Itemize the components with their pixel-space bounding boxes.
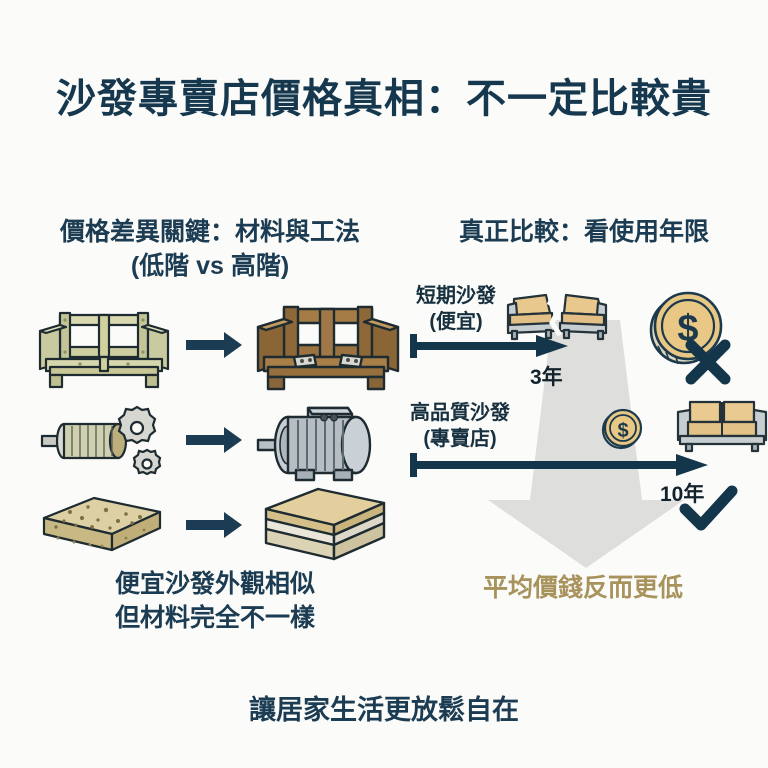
- large-dollar-coin-icon: $: [646, 288, 730, 372]
- material-comparison-row: [30, 395, 400, 485]
- svg-text:$: $: [677, 308, 698, 350]
- large-down-arrow-icon: [470, 320, 700, 570]
- left-heading-line-2: (低階 vs 高階): [130, 251, 290, 280]
- intact-sofa-icon: [676, 396, 768, 453]
- material-comparison-row: [30, 300, 400, 391]
- left-section-heading: 價格差異關鍵：材料與工法 (低階 vs 高階): [20, 216, 400, 284]
- hardwood-sofa-frame-icon: [252, 300, 400, 391]
- timeline-years-long-term: 10年: [660, 483, 705, 506]
- timeline-label-line-2: (專賣店): [423, 428, 497, 450]
- small-dollar-coin-icon: $: [600, 406, 646, 452]
- left-caption-line-1: 便宜沙發外觀相似: [114, 570, 315, 598]
- left-caption-line-2: 但材料完全不一樣: [114, 603, 315, 632]
- material-comparison-row: [30, 480, 400, 570]
- timeline-label-long-term: 高品質沙發 (專賣店): [404, 400, 516, 452]
- right-arrow-icon: [182, 300, 248, 390]
- right-arrow-icon: [182, 395, 248, 485]
- timeline-arrow-short-term: [410, 333, 570, 359]
- light-wood-sofa-frame-icon: [30, 300, 178, 390]
- timeline-years-short-term: 3年: [530, 366, 563, 389]
- timeline-label-line-1: 短期沙發: [416, 285, 496, 307]
- broken-sofa-icon: [506, 283, 610, 341]
- small-motor-gears-icon: [30, 395, 178, 485]
- timeline-label-short-term: 短期沙發 (便宜): [404, 283, 508, 335]
- porous-foam-block-icon: [30, 480, 178, 570]
- svg-text:$: $: [617, 420, 628, 442]
- x-mark-icon: [682, 336, 734, 388]
- industrial-electric-motor-icon: [252, 395, 400, 485]
- page-title: 沙發專賣店價格真相：不一定比較貴: [56, 77, 712, 121]
- timeline-label-line-2: (便宜): [429, 311, 483, 333]
- right-section-heading: 真正比較：看使用年限: [458, 218, 709, 246]
- right-arrow-icon: [182, 480, 248, 570]
- timeline-arrow-long-term: [410, 452, 710, 478]
- layered-high-density-foam-icon: [252, 480, 400, 570]
- check-mark-icon: [679, 485, 738, 533]
- left-section-caption: 便宜沙發外觀相似 但材料完全不一樣: [10, 568, 420, 636]
- left-heading-line-1: 價格差異關鍵：材料與工法: [59, 218, 360, 246]
- right-section-caption: 平均價錢反而更低: [482, 574, 683, 602]
- footer-tagline: 讓居家生活更放鬆自在: [249, 695, 519, 725]
- timeline-label-line-1: 高品質沙發: [410, 402, 510, 424]
